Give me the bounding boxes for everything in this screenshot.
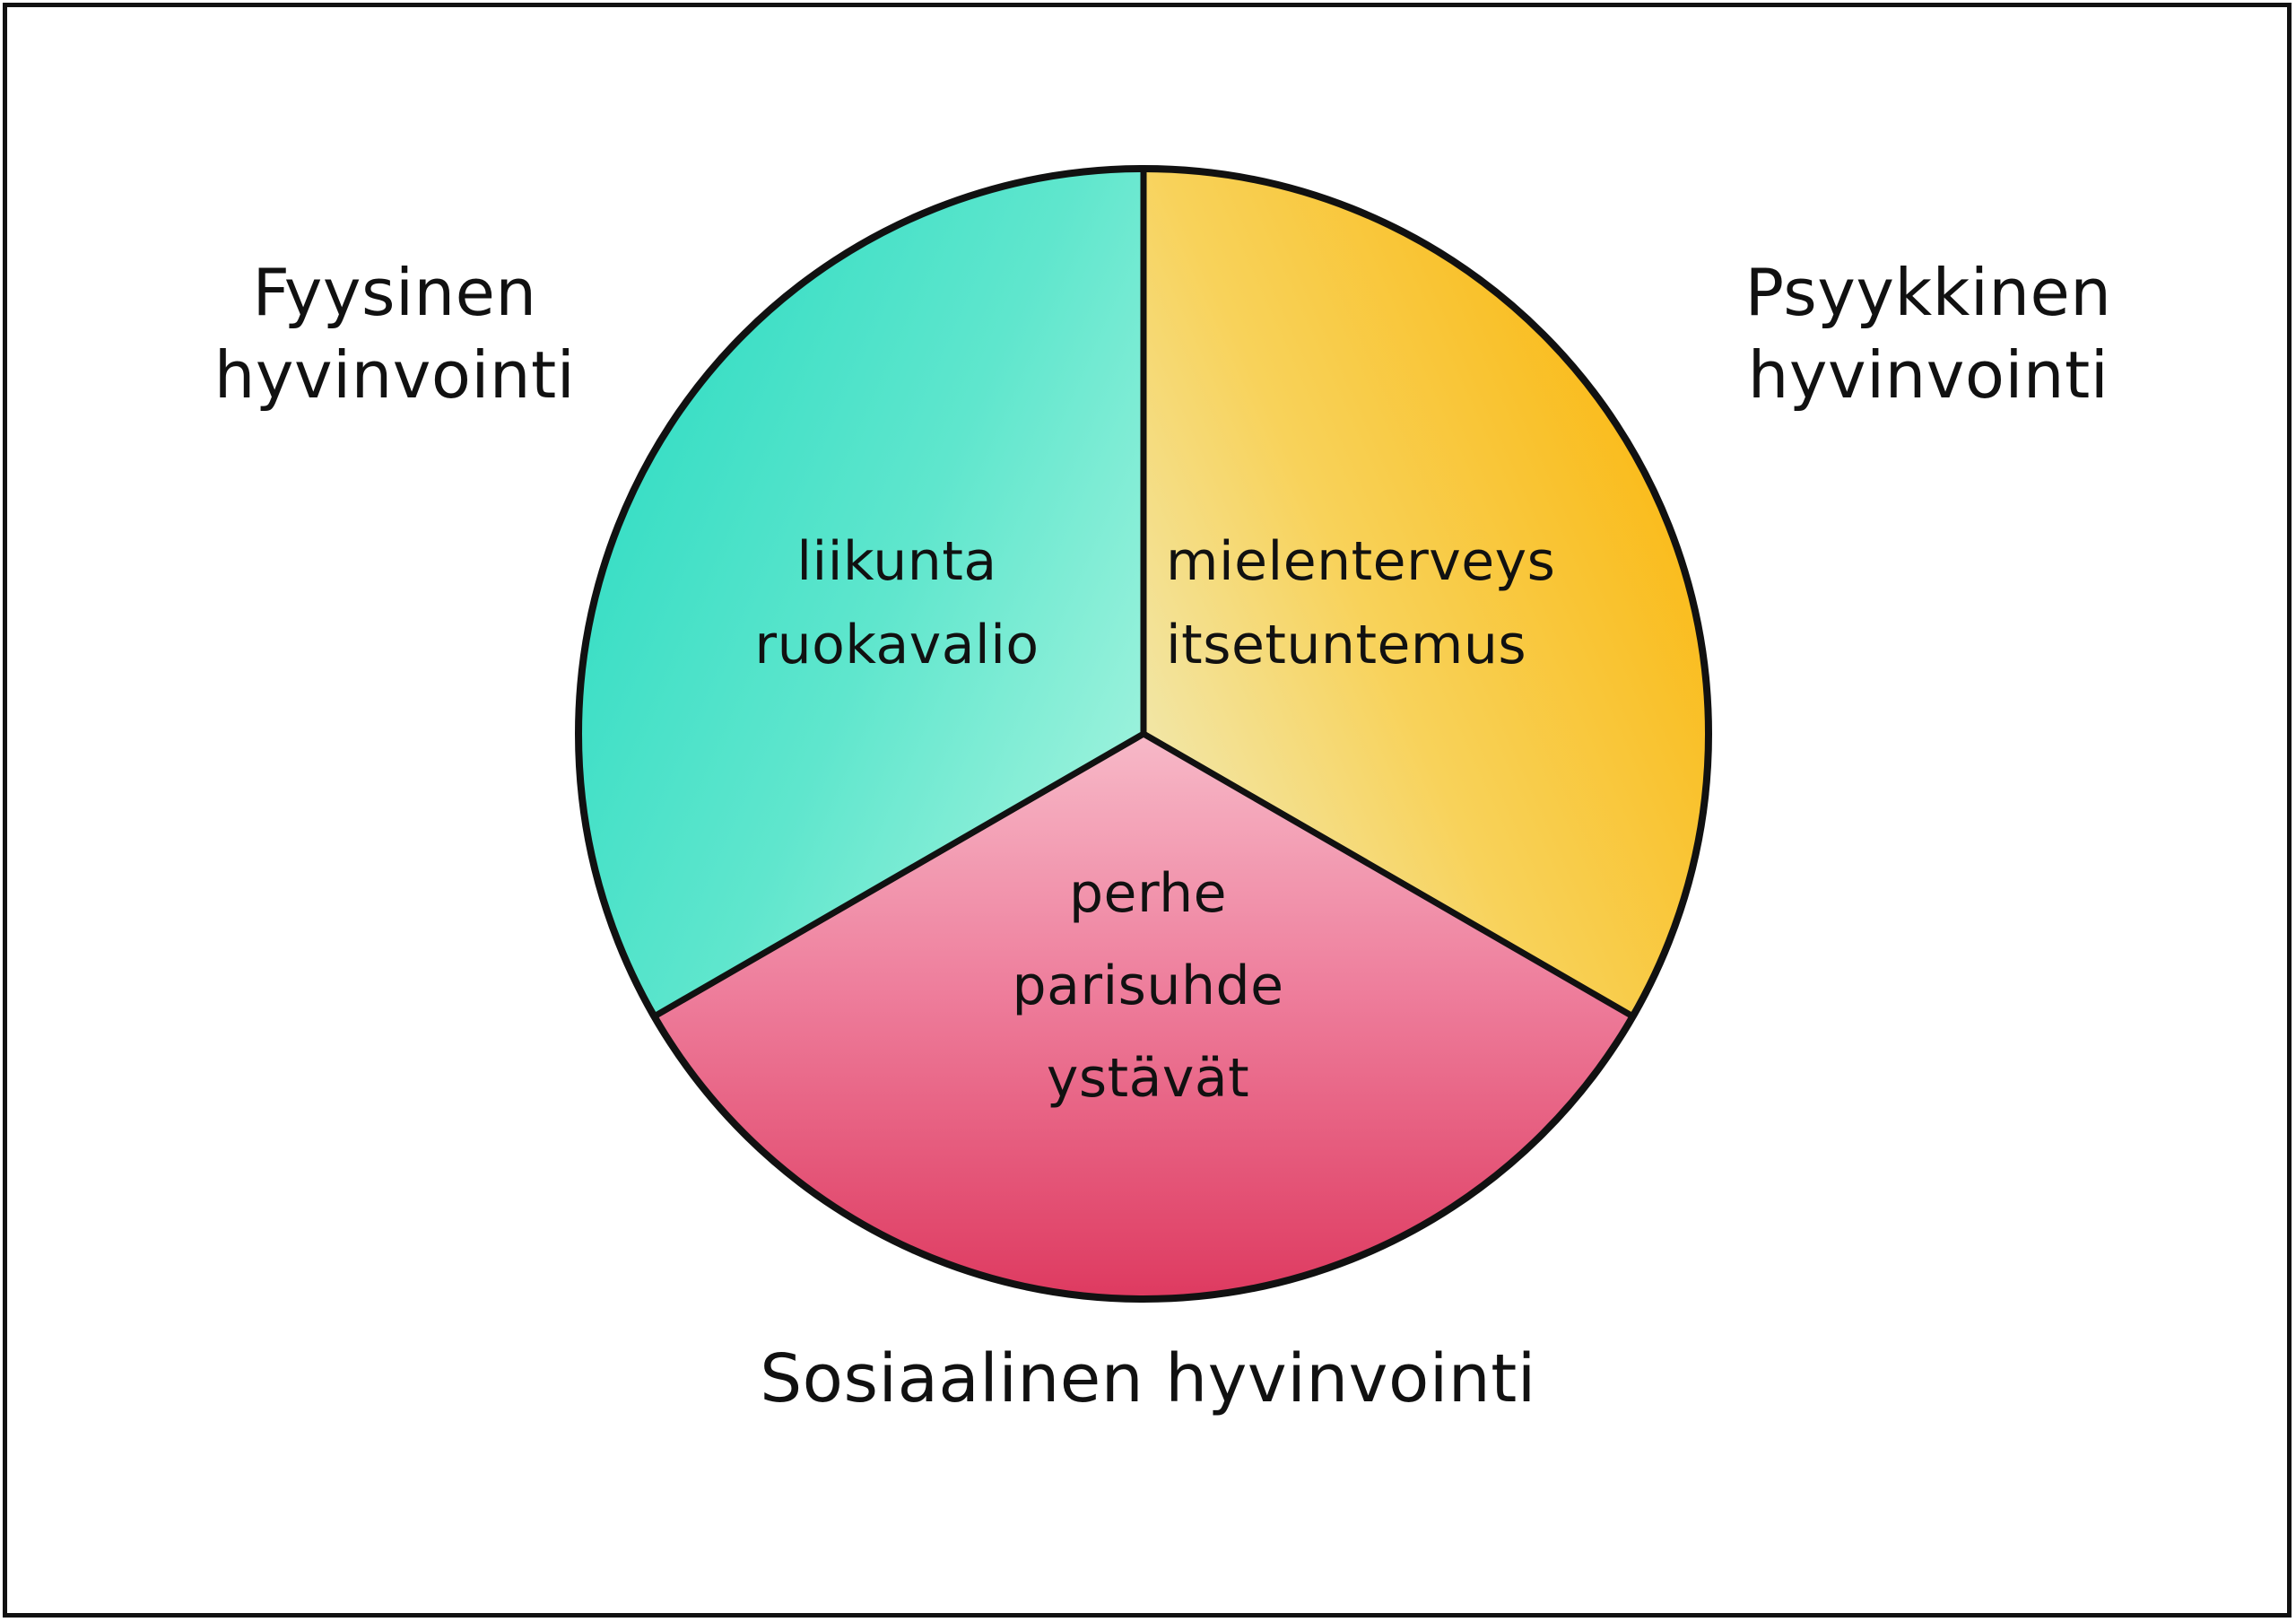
label-fyysinen-line1: Fyysinen <box>252 255 537 330</box>
slice-item-mielenterveys: mielenterveys <box>1166 530 1556 593</box>
slice-items-social: perhe parisuhde ystävät <box>861 848 1435 1126</box>
label-fyysinen-hyvinvointi: Fyysinen hyvinvointi <box>126 251 664 416</box>
label-psyykkinen-hyvinvointi: Psyykkinen hyvinvointi <box>1650 251 2206 416</box>
label-psyykkinen-line2: hyvinvointi <box>1747 337 2109 414</box>
slice-item-ystavat: ystävät <box>1046 1047 1250 1111</box>
slice-item-parisuhde: parisuhde <box>1012 955 1284 1018</box>
label-sosiaalinen-hyvinvointi: Sosiaalinen hyvinvointi <box>682 1337 1614 1422</box>
pie-outline <box>575 165 1712 1303</box>
slice-item-perhe: perhe <box>1068 862 1228 925</box>
slice-item-liikunta: liikunta <box>796 530 997 593</box>
slice-items-physical: liikunta ruokavalio <box>664 520 1130 687</box>
label-sosiaalinen-line1: Sosiaalinen hyvinvointi <box>760 1340 1536 1417</box>
label-psyykkinen-line1: Psyykkinen <box>1744 255 2112 330</box>
slice-item-ruokavalio: ruokavalio <box>754 614 1039 676</box>
label-fyysinen-line2: hyvinvointi <box>213 337 576 414</box>
slice-items-mental: mielenterveys itsetuntemus <box>1166 520 1650 687</box>
slice-item-itsetuntemus: itsetuntemus <box>1166 614 1527 676</box>
